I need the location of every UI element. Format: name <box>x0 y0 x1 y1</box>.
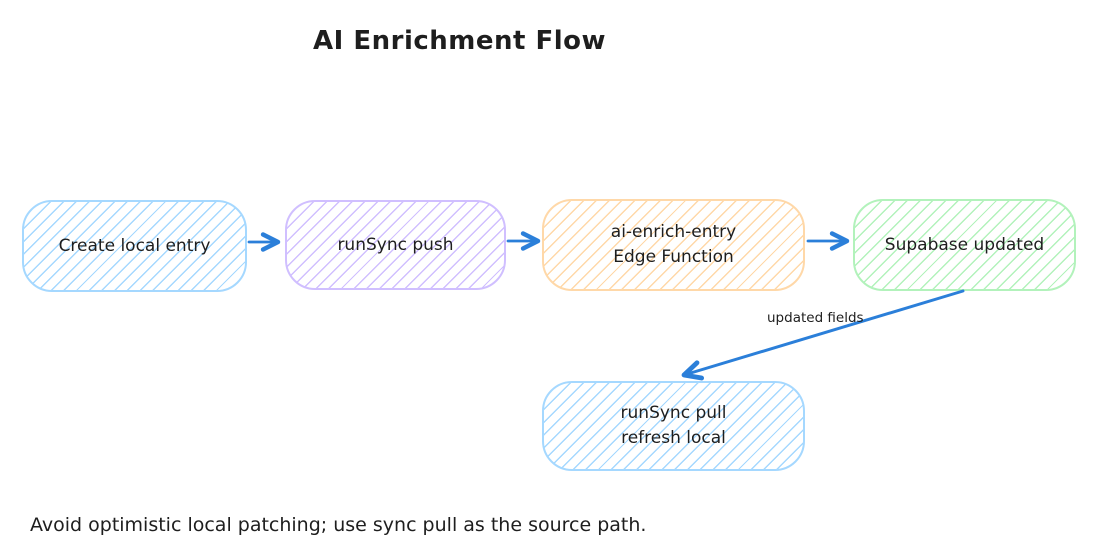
node-runsync-push[interactable]: runSync push <box>285 200 506 290</box>
node-label: runSync push <box>337 234 454 255</box>
footnote-text: Avoid optimistic local patching; use syn… <box>30 514 647 536</box>
arrow-label-updated-fields: updated fields <box>767 310 864 326</box>
node-label-line1: ai-enrich-entry <box>610 222 737 243</box>
node-label: Create local entry <box>58 235 211 256</box>
node-label: Supabase updated <box>884 234 1045 255</box>
arrow-supabase-to-runsync-pull[interactable] <box>681 289 965 381</box>
node-create-local-entry[interactable]: Create local entry <box>22 200 247 292</box>
node-runsync-pull-refresh-local[interactable]: runSync pull refresh local <box>542 381 805 471</box>
diagram-title: AI Enrichment Flow <box>313 26 607 56</box>
node-ai-enrich-entry-edge-function[interactable]: ai-enrich-entry Edge Function <box>542 199 805 291</box>
node-label-line2: refresh local <box>621 428 726 448</box>
node-supabase-updated[interactable]: Supabase updated <box>853 199 1076 291</box>
node-label-line2: Edge Function <box>613 247 734 267</box>
node-label-line1: runSync pull <box>620 403 727 424</box>
